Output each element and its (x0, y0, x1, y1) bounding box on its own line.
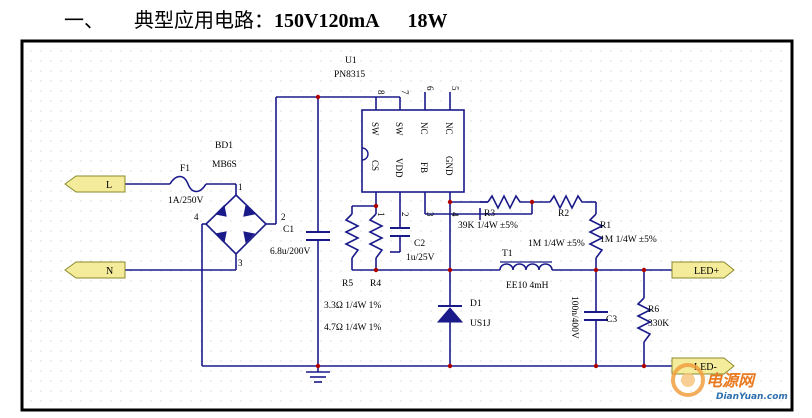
section-heading: 一、 典型应用电路：150V120mA 18W (64, 4, 448, 34)
d1-part: US1J (470, 319, 491, 329)
capacitor-c2 (390, 227, 410, 237)
port-led-minus-label: LED- (694, 362, 717, 373)
r3-ref: R3 (484, 209, 495, 219)
c1-ref: C1 (283, 225, 294, 235)
ic-label-gnd: GND (444, 156, 454, 176)
ic-label-nc1: NC (419, 122, 429, 135)
ic-label-sw1: SW (370, 122, 380, 136)
heading-title: 典型应用电路： (134, 8, 274, 32)
bd1-pin-3: 3 (238, 258, 243, 268)
ic-pin-3: 3 (425, 212, 435, 217)
ground-icon (306, 371, 330, 383)
heading-spec: 150V120mA (274, 10, 380, 32)
ic-pin-8: 8 (376, 90, 386, 95)
ic-u1: U1 PN8315 8 7 6 5 SW SW NC NC CS VDD FB … (334, 56, 465, 217)
ic-label-nc2: NC (444, 122, 454, 135)
c3-ref: C3 (606, 315, 617, 325)
f1-value: 1A/250V (168, 196, 204, 206)
c2-ref: C2 (414, 239, 425, 249)
ic-pin-1: 1 (376, 212, 386, 217)
ic-part: PN8315 (334, 70, 365, 80)
port-N-label: N (106, 266, 113, 277)
bd1-pin-1: 1 (238, 182, 243, 192)
watermark-en: DianYuan.com (716, 392, 788, 402)
c2-value: 1u/25V (406, 253, 435, 263)
bridge-rectifier-bd1: BD1 MB6S 2 4 1 3 (194, 141, 286, 268)
ic-label-fb: FB (419, 162, 429, 173)
r3-value: 39K 1/4W ±5% (458, 221, 518, 231)
ic-pin-2: 2 (400, 212, 410, 217)
d1-ref: D1 (470, 299, 482, 309)
port-L-label: L (106, 180, 112, 191)
ic-label-vdd: VDD (394, 158, 404, 178)
ic-ref: U1 (345, 56, 357, 66)
heading-power: 18W (407, 10, 448, 32)
bd1-ref: BD1 (215, 141, 233, 151)
t1-ref: T1 (502, 249, 513, 259)
capacitor-c3 (584, 311, 608, 321)
capacitor-c1: C1 6.8u/200V (270, 225, 330, 257)
ic-pin-4: 4 (450, 212, 460, 217)
inductor-t1 (499, 261, 553, 271)
r5-value: 3.3Ω 1/4W 1% (324, 301, 381, 311)
r2-value: 1M 1/4W ±5% (528, 239, 585, 249)
ic-label-cs: CS (370, 160, 380, 171)
ic-pin-7: 7 (400, 90, 410, 95)
port-led-plus: LED+ (671, 261, 735, 279)
wires (125, 92, 672, 372)
heading-index: 一、 (64, 8, 104, 32)
diode-d1 (436, 305, 464, 328)
bd1-pin-4: 4 (194, 212, 199, 222)
r6-value: 330K (648, 319, 669, 329)
resistor-r6 (636, 297, 652, 343)
watermark-logo: 电源网 DianYuan.com (671, 363, 788, 402)
port-led-minus: LED- (671, 357, 735, 375)
r4-ref: R4 (370, 279, 381, 289)
c3-value: 100n/400V (569, 296, 579, 339)
r5-ref: R5 (342, 279, 353, 289)
ic-label-sw2: SW (394, 122, 404, 136)
resistor-r3 (487, 194, 524, 210)
r2-ref: R2 (558, 209, 569, 219)
t1-value: EE10 4mH (506, 281, 549, 291)
c1-value: 6.8u/200V (270, 247, 311, 257)
resistor-r1 (588, 213, 604, 259)
fuse-f1: F1 1A/250V (168, 164, 207, 206)
watermark-cn: 电源网 (706, 371, 757, 390)
resistors-r5-r4 (344, 213, 384, 259)
ic-pin-5: 5 (450, 86, 460, 91)
ic-pin-6: 6 (425, 86, 435, 91)
r1-value: 1M 1/4W ±5% (600, 235, 657, 245)
r4-value: 4.7Ω 1/4W 1% (324, 323, 381, 333)
r6-ref: R6 (648, 305, 659, 315)
f1-ref: F1 (180, 164, 190, 174)
resistor-r2 (549, 194, 586, 210)
port-N: N (64, 261, 126, 279)
bd1-part: MB6S (212, 160, 237, 170)
port-L: L (64, 175, 126, 193)
schematic-frame (20, 39, 794, 412)
port-led-plus-label: LED+ (694, 266, 719, 277)
junction-nodes (315, 94, 647, 369)
bd1-pin-2: 2 (281, 212, 286, 222)
r1-ref: R1 (600, 221, 611, 231)
